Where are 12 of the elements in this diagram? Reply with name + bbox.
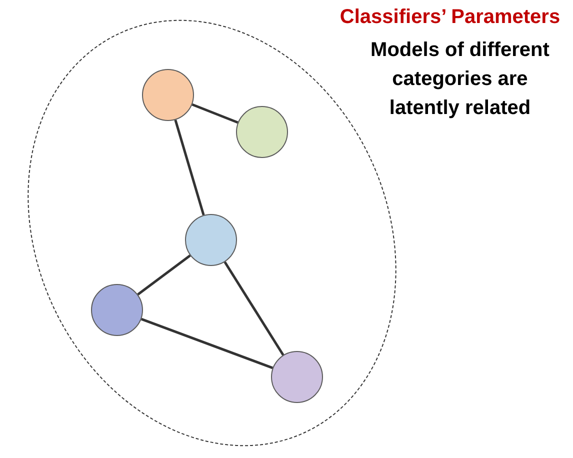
description-text: Models of different categories are latently related	[370, 38, 550, 121]
connector-line	[174, 120, 205, 216]
connector-line	[137, 254, 191, 296]
connector-line	[192, 103, 238, 124]
node-circle	[236, 106, 288, 158]
node-circle	[271, 351, 323, 403]
node-circle	[142, 69, 194, 121]
node-circle	[185, 214, 237, 266]
node-circle	[91, 284, 143, 336]
title: Classifiers’ Parameters	[338, 6, 562, 29]
connector-line	[224, 261, 284, 356]
connector-line	[140, 318, 274, 370]
